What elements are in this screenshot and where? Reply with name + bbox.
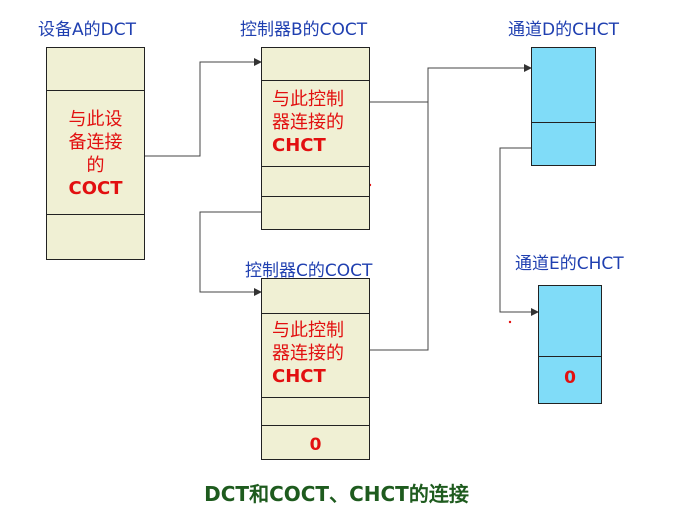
dct-coct-entry: 与此设 备连接 的 COCT [68,109,123,199]
red-dot [508,320,512,324]
table-device-a-dct: 与此设 备连接 的 COCT [46,47,145,260]
arrow-a-to-b [145,58,262,157]
label-controller-b-coct: 控制器B的COCT [240,20,368,40]
arrow-b-to-c [199,211,305,296]
table-controller-b-coct: 与此控制 器连接的 CHCT [261,47,370,230]
coct-c-chct-entry: 与此控制 器连接的 CHCT [272,320,344,387]
table-controller-c-coct: 与此控制 器连接的 CHCT 0 [261,278,370,460]
coct-b-chct-entry: 与此控制 器连接的 CHCT [272,89,344,156]
label-channel-d-chct: 通道D的CHCT [508,20,619,40]
arrow-b-to-d [370,64,532,103]
diagram-caption: DCT和COCT、CHCT的连接 [204,482,469,506]
label-device-a-dct: 设备A的DCT [38,20,136,40]
coct-c-end-value: 0 [309,435,322,455]
chct-e-end-value: 0 [564,368,576,388]
label-controller-c-coct: 控制器C的COCT [245,261,373,281]
line-c-to-d [370,102,429,351]
label-channel-e-chct: 通道E的CHCT [515,254,624,274]
table-channel-e-chct: 0 [538,285,602,404]
table-channel-d-chct [531,47,596,166]
